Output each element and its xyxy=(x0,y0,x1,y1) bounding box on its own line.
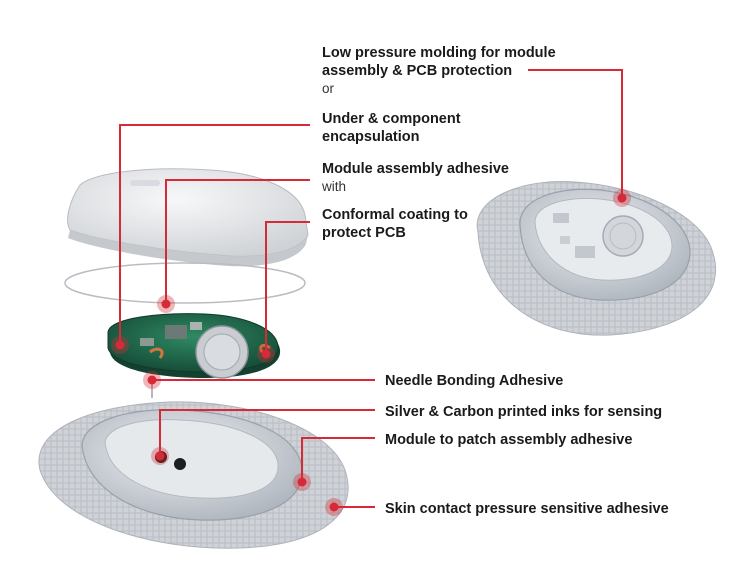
leader-markers xyxy=(111,189,631,516)
marker-printed-inks xyxy=(151,447,169,465)
leader-printed-inks xyxy=(159,409,375,452)
connector-with: with xyxy=(322,179,347,194)
pcb-board xyxy=(107,313,281,379)
marker-conformal-coating xyxy=(257,345,275,363)
label-module-to-patch-adhesive: Module to patch assembly adhesive xyxy=(385,432,633,448)
assembled-battery xyxy=(602,215,644,257)
adhesive-gasket xyxy=(64,262,306,304)
label-printed-inks: Silver & Carbon printed inks for sensing xyxy=(385,404,663,420)
leader-low-pressure-molding xyxy=(528,69,623,198)
leader-under-component-encapsulation xyxy=(119,124,310,345)
assembled-device xyxy=(476,181,717,336)
label-skin-contact-psa: Skin contact pressure sensitive adhesive xyxy=(385,501,669,517)
marker-module-assembly-adhesive xyxy=(157,295,175,313)
top-cover xyxy=(67,168,309,267)
leader-module-to-patch-adhesive xyxy=(301,437,375,479)
label-module-assembly-adhesive: Module assembly adhesive xyxy=(322,161,509,177)
marker-module-to-patch-adhesive xyxy=(293,473,311,491)
label-needle-bonding-adhesive: Needle Bonding Adhesive xyxy=(385,373,564,389)
base-patch-assembly xyxy=(38,401,349,549)
marker-skin-contact-psa xyxy=(325,498,343,516)
marker-low-pressure-molding xyxy=(613,189,631,207)
leader-module-assembly-adhesive xyxy=(165,179,310,304)
leader-conformal-coating xyxy=(265,221,310,354)
marker-needle-bonding-adhesive xyxy=(143,371,161,389)
sensing-electrode-2 xyxy=(174,458,186,470)
marker-under-component-encapsulation xyxy=(111,336,129,354)
connector-or: or xyxy=(322,81,335,96)
leader-lines xyxy=(119,69,623,508)
